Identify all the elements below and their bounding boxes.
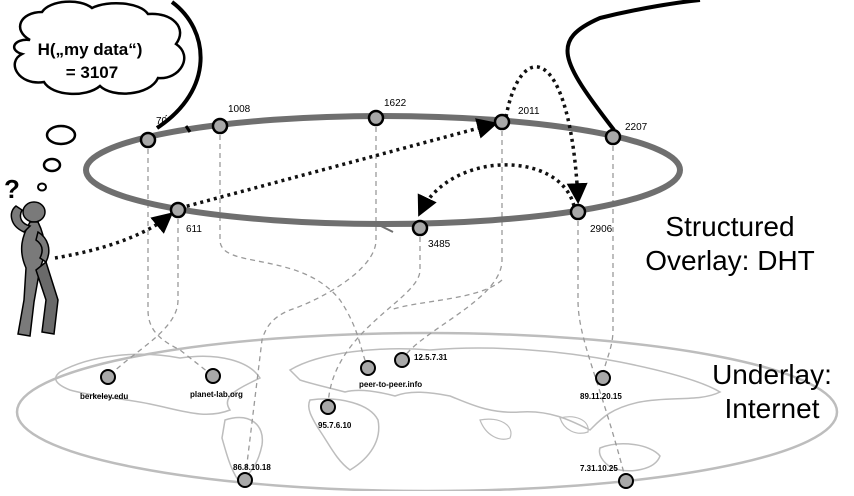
underlay-title: Underlay: Internet — [690, 358, 854, 426]
host-label: 95.7.6.10 — [318, 421, 352, 430]
host-label: 86.8.10.18 — [233, 463, 271, 472]
mapping-line — [147, 140, 214, 377]
external-curve — [565, 0, 701, 132]
svg-text:?: ? — [4, 174, 20, 204]
thought-bubble-smallest — [37, 182, 47, 192]
node-label: 1008 — [228, 104, 251, 115]
overlay-nodes: 70́ 1008 1622 2011 2207 2906 3485 611 — [139, 98, 648, 250]
world-map — [15, 331, 839, 493]
host-ip12: 12.5.7.31 — [394, 352, 448, 368]
node-label: 611 — [186, 224, 202, 235]
host-label: planet-lab.org — [190, 390, 243, 399]
node-label: 70́ — [156, 114, 168, 127]
overlay-node-705: 70́ — [139, 114, 168, 149]
mapping-line — [107, 210, 179, 378]
overlay-title-line2: Overlay: DHT — [645, 245, 815, 276]
bubble-pointer — [155, 0, 203, 130]
host-planetlab: planet-lab.org — [190, 368, 243, 399]
host-label: peer-to-peer.info — [359, 380, 422, 389]
node-label: 3485 — [428, 239, 451, 250]
host-label: 7.31.10.25 — [580, 464, 618, 473]
hop-arrow-3 — [417, 163, 576, 217]
query-arrow — [54, 212, 174, 260]
node-label: 2906 — [590, 224, 613, 235]
lookup-arrows — [54, 65, 588, 260]
overlay-node-1622: 1622 — [367, 98, 407, 127]
host-ip86: 86.8.10.18 — [233, 463, 271, 488]
ring-direction-arrow — [380, 221, 394, 233]
overlay-node-3485: 3485 — [411, 219, 451, 250]
overlay-node-611: 611 — [169, 201, 202, 235]
mapping-line — [389, 279, 503, 311]
mapping-line — [401, 122, 503, 361]
host-ip7: 7.31.10.25 — [580, 464, 634, 489]
overlay-node-2906: 2906 — [569, 203, 613, 235]
hop-arrow-2 — [504, 65, 588, 205]
host-label: 89.11.20.15 — [580, 392, 622, 401]
overlay-node-1008: 1008 — [211, 104, 251, 135]
host-ip89: 89.11.20.15 — [580, 370, 622, 401]
host-berkeley: berkeley.edu — [80, 369, 128, 401]
overlay-node-2207: 2207 — [604, 122, 648, 146]
host-ip95: 95.7.6.10 — [318, 399, 352, 430]
mapping-line — [244, 118, 377, 481]
host-p2p: peer-to-peer.info — [359, 360, 422, 389]
hop-arrow-1 — [179, 118, 499, 210]
bubble-pointer-tick — [184, 125, 192, 133]
node-label: 1622 — [384, 98, 407, 109]
mapping-line — [327, 228, 421, 408]
thought-bubble-smaller — [42, 157, 62, 173]
thought-line2: = 3107 — [66, 63, 118, 82]
overlay-title: Structured Overlay: DHT — [612, 210, 848, 278]
underlay-title-line1: Underlay: — [712, 359, 832, 390]
node-label: 2207 — [625, 122, 648, 133]
host-label: berkeley.edu — [80, 392, 128, 401]
mapping-line — [577, 212, 627, 482]
thought-cloud: H(„my data“) = 3107 — [12, 0, 186, 192]
mapping-line — [219, 126, 369, 369]
mapping-lines — [107, 118, 627, 482]
underlay-title-line2: Internet — [724, 393, 820, 424]
node-label: 2011 — [518, 106, 540, 117]
overlay-node-2011: 2011 — [493, 106, 540, 131]
thought-bubble-small — [45, 124, 77, 146]
host-label: 12.5.7.31 — [414, 353, 448, 362]
overlay-title-line1: Structured — [665, 211, 795, 242]
person-icon: ? — [4, 174, 59, 337]
thought-line1: H(„my data“) — [38, 40, 143, 59]
underlay-hosts: berkeley.edu planet-lab.org 86.8.10.18 9… — [80, 352, 634, 489]
